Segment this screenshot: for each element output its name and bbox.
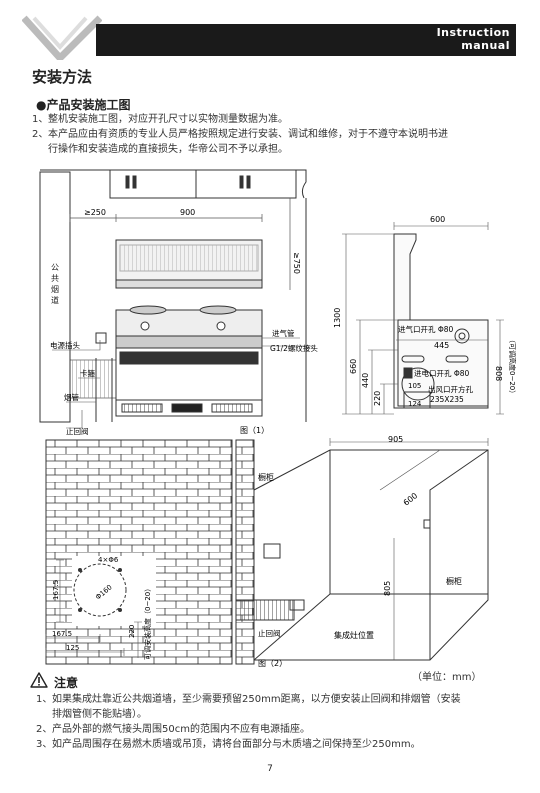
dim-250: ≥250 [84, 208, 106, 217]
notes-list: 1、如果集成灶靠近公共烟道墙，至少需要预留250mm距离，以方便安装止回阀和排烟… [36, 692, 516, 752]
intro-item: 行操作和安装造成的直接损失，华帝公司不予以承担。 [32, 142, 512, 157]
note-item: 排烟管侧不能贴墙）。 [36, 707, 516, 722]
flue-pipe [69, 358, 117, 422]
header-bar [96, 24, 516, 56]
intro-item: 1、整机安装施工图，对应开孔尺寸以实物测量数据为准。 [32, 112, 512, 127]
header-title: Instruction manual [437, 26, 510, 52]
air-outlet-size: 235X235 [430, 395, 464, 404]
installation-diagram: 公共烟道 ≥250 900 ≥750 [39, 169, 517, 668]
stove-side-view [393, 233, 489, 409]
figure2-caption: 图（2） [258, 659, 287, 668]
check-valve-label: 止回阀 [66, 426, 89, 436]
brick-wall [45, 439, 233, 665]
dim-808: 808 [494, 366, 503, 381]
note-num: 2、 [36, 724, 53, 735]
dim-900: 900 [180, 208, 195, 217]
dim-805: 805 [383, 581, 392, 596]
dim-adjust: （可调高度0~20） [508, 336, 517, 397]
header-title-line2: manual [461, 39, 510, 52]
dim-445: 445 [434, 341, 449, 350]
note-num: 3、 [36, 739, 53, 750]
power-plug-label: 电源插头 [50, 340, 80, 350]
intro-item: 2、本产品应由有资质的专业人员严格按照规定进行安装、调试和维修，对于不遵守本说明… [32, 127, 512, 142]
note-item: 1、如果集成灶靠近公共烟道墙，至少需要预留250mm距离，以方便安装止回阀和排烟… [36, 692, 516, 707]
dim-440: 440 [361, 373, 370, 388]
pipe-label: 烟管 [64, 392, 79, 402]
check-valve-label-2: 止回阀 [258, 628, 281, 638]
room-perspective [235, 449, 489, 661]
public-flue-label: 公共烟道 [51, 263, 59, 305]
cabinet-label-1: 橱柜 [258, 472, 274, 482]
header-title-line1: Instruction [436, 26, 510, 39]
upper-cabinet [40, 169, 307, 199]
intro-text: 本产品应由有资质的专业人员严格按照规定进行安装、调试和维修，对于不遵守本说明书进 [48, 129, 448, 140]
note-item: 3、如产品周围存在易燃木质墙或吊顶，请将台面部分与木质墙之间保持至少250mm。 [36, 737, 516, 752]
note-text: 如果集成灶靠近公共烟道墙，至少需要预留250mm距离，以方便安装止回阀和排烟管（… [52, 694, 461, 705]
page-number: 7 [267, 764, 273, 774]
power-hole-label: 进电口开孔 Φ80 [414, 368, 470, 378]
figure1-caption: 图（1） [240, 426, 269, 435]
cabinet-label-2: 橱柜 [446, 576, 462, 586]
duct-hole [73, 563, 127, 617]
dim-905: 905 [388, 435, 403, 444]
note-item: 2、产品外部的燃气接头周围50cm的范围内不应有电源插座。 [36, 722, 516, 737]
air-outlet-label: 出风口开方孔 [428, 384, 473, 394]
dim-adjust-2: 可调安装高度（0~20） [143, 585, 152, 660]
stove-position-label: 集成灶位置 [334, 630, 374, 640]
dim-660: 660 [349, 359, 358, 374]
integrated-stove-front [115, 239, 263, 417]
note-title: 注意 [54, 676, 79, 690]
clip-label: 卡箍 [80, 368, 95, 378]
dim-600b: 600 [402, 491, 420, 508]
dim-4x6: 4×Φ6 [98, 556, 119, 564]
dim-167-5b: 167.5 [52, 630, 72, 638]
section-title: 安装方法 [32, 68, 93, 86]
dim-125: 125 [66, 644, 79, 652]
intro-text: 行操作和安装造成的直接损失，华帝公司不予以承担。 [48, 144, 288, 155]
dim-105: 105 [408, 382, 421, 390]
gas-inlet-label: 进气管 [272, 328, 295, 338]
gas-hole-label: 进气口开孔 Φ80 [398, 324, 454, 334]
dim-1300: 1300 [333, 308, 342, 328]
dim-220: 220 [373, 391, 382, 406]
dim-167-5a: 167.5 [52, 580, 60, 600]
unit-label: （单位：mm） [412, 672, 482, 683]
intro-list: 1、整机安装施工图，对应开孔尺寸以实物测量数据为准。 2、本产品应由有资质的专业… [32, 112, 512, 157]
note-text: 如产品周围存在易燃木质墙或吊顶，请将台面部分与木质墙之间保持至少250mm。 [52, 739, 421, 750]
public-flue-wall [39, 171, 71, 423]
note-text: 排烟管侧不能贴墙）。 [52, 709, 147, 720]
brand-logo [22, 15, 102, 60]
dim-220b: 220 [128, 625, 136, 638]
note-text: 产品外部的燃气接头周围50cm的范围内不应有电源插座。 [52, 724, 310, 735]
dim-600: 600 [430, 215, 445, 224]
intro-text: 整机安装施工图，对应开孔尺寸以实物测量数据为准。 [48, 114, 288, 125]
dim-750: ≥750 [292, 252, 301, 274]
thread-label: G1/2螺纹接头 [270, 343, 318, 353]
intro-num: 2、 [32, 129, 49, 140]
dim-124: 124 [408, 400, 422, 408]
note-num: 1、 [36, 694, 53, 705]
warning-icon [30, 672, 48, 688]
power-socket [95, 332, 107, 344]
sub-title: ●产品安装施工图 [36, 98, 131, 112]
intro-num: 1、 [32, 114, 49, 125]
